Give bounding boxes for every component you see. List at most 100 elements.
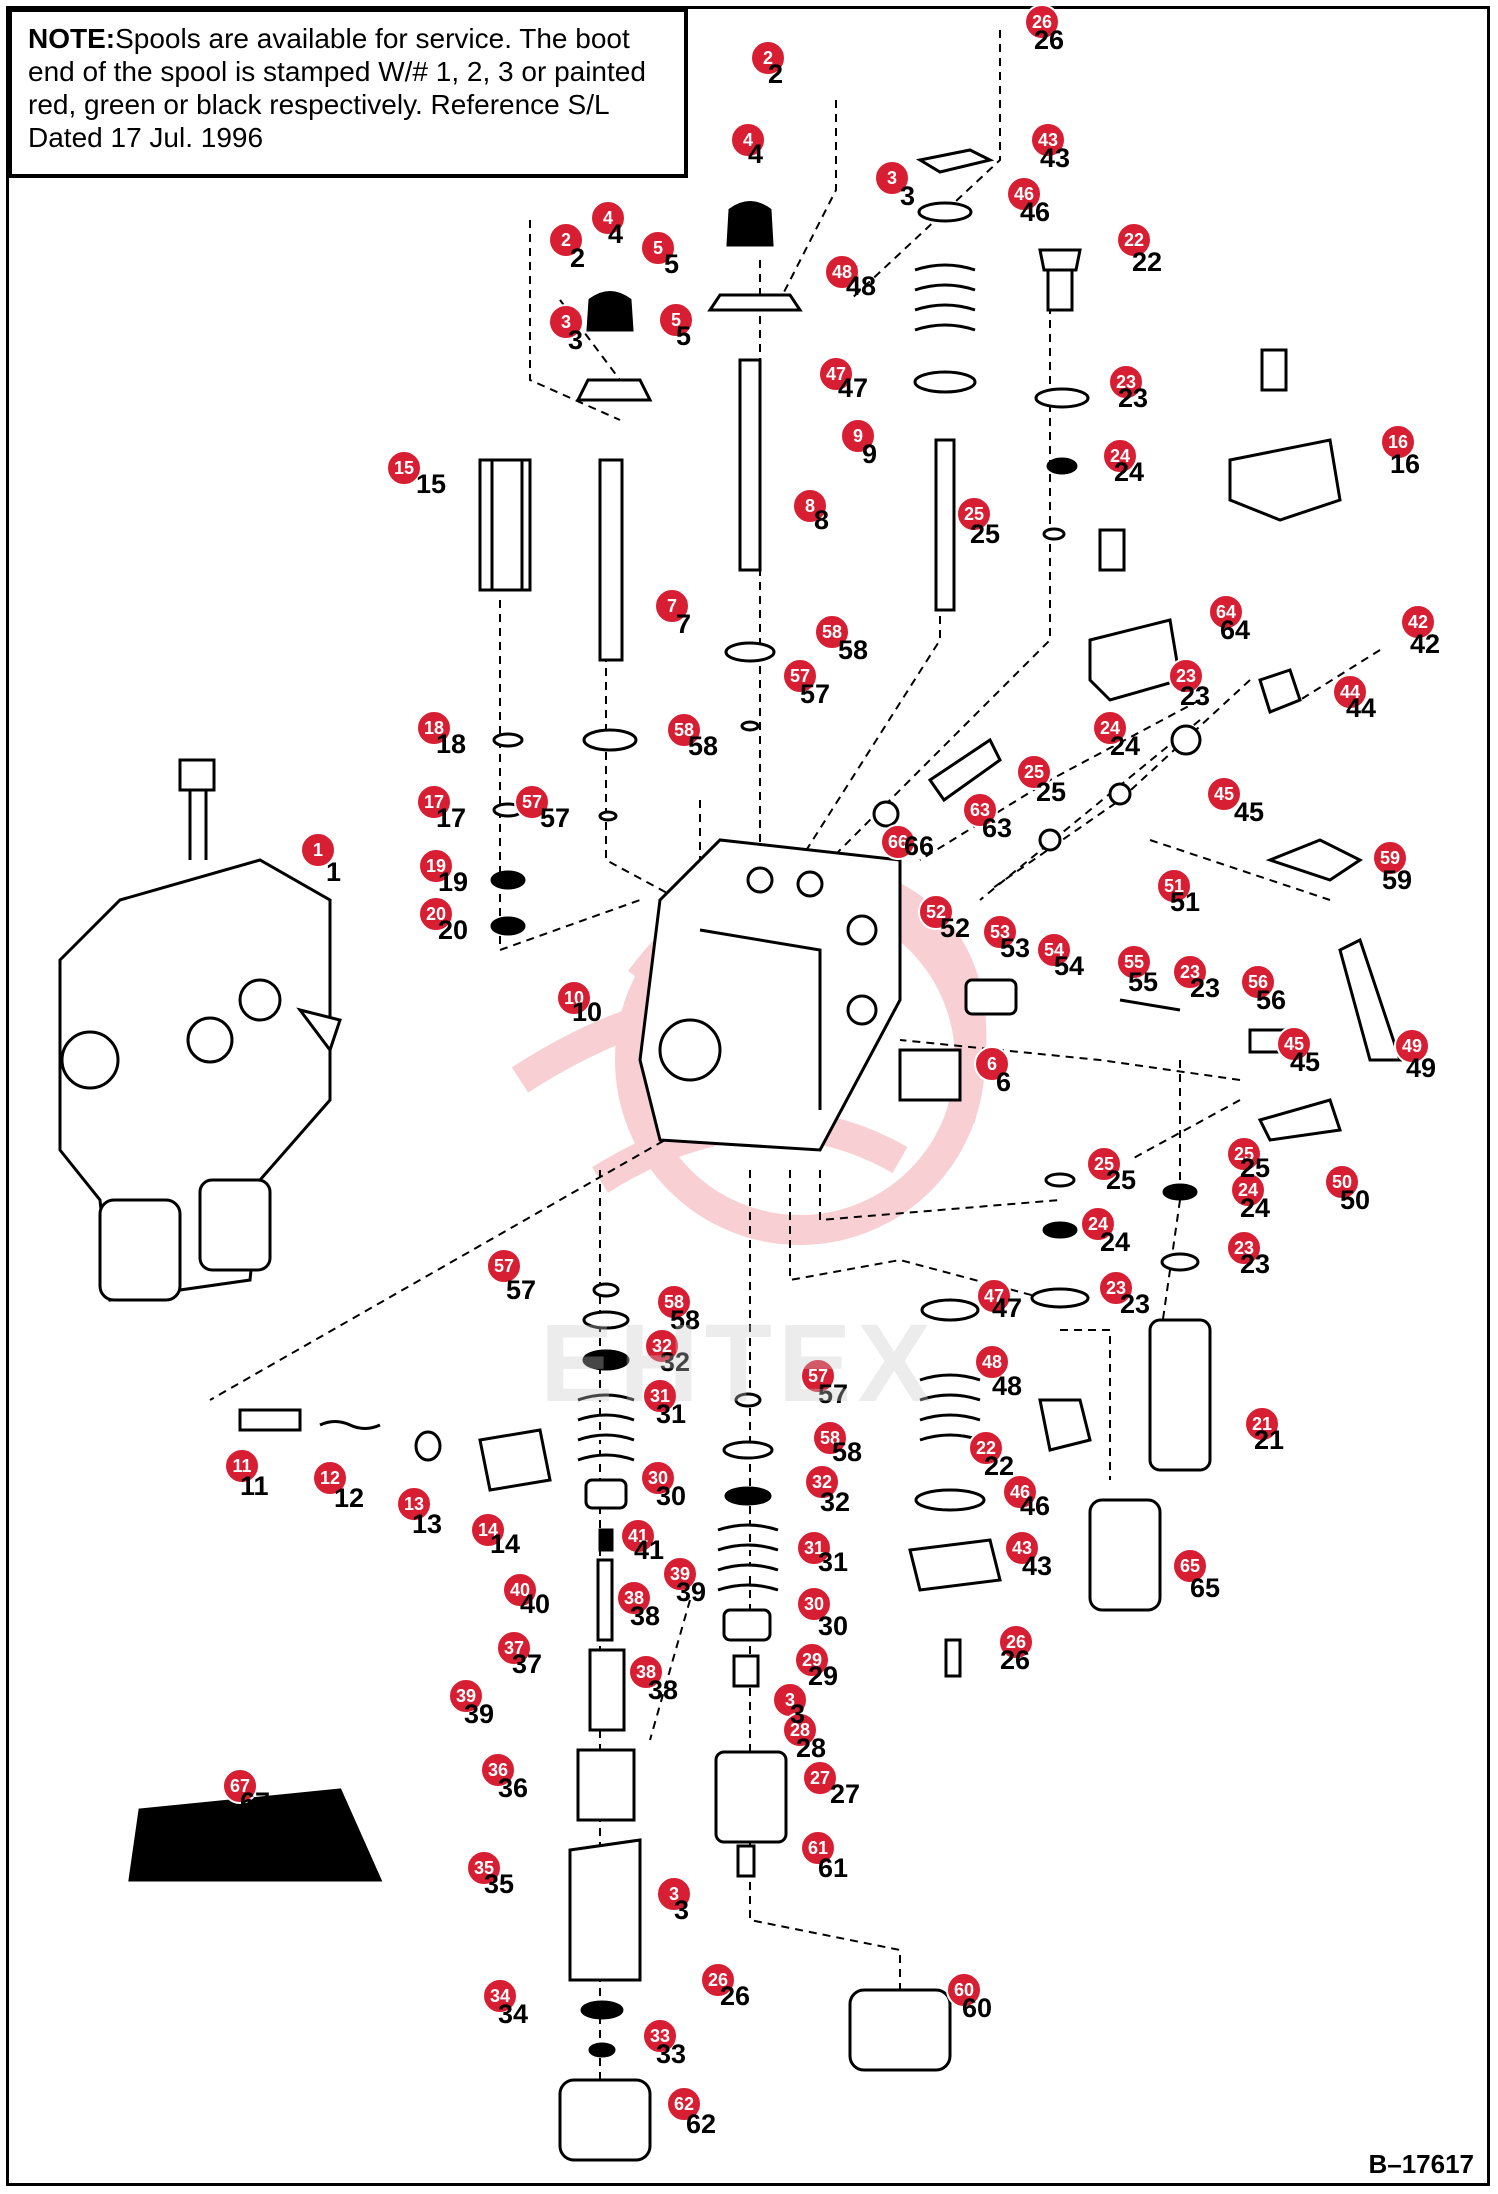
callout-circle[interactable] — [666, 712, 702, 748]
callout-circle[interactable] — [418, 896, 454, 932]
callout-circle[interactable] — [968, 1430, 1004, 1466]
callout-marker[interactable]: 8 — [792, 488, 828, 524]
callout-marker[interactable]: 54 — [1036, 932, 1072, 968]
callout-marker[interactable]: 34 — [482, 1978, 518, 2014]
callout-marker[interactable]: 6 — [974, 1046, 1010, 1082]
callout-marker[interactable]: 23 — [1098, 1270, 1134, 1306]
callout-circle[interactable] — [1102, 438, 1138, 474]
callout-number[interactable]: 37 — [504, 1638, 524, 1658]
callout-marker[interactable]: 23 — [1226, 1230, 1262, 1266]
callout-number[interactable]: 58 — [822, 622, 842, 642]
callout-circle[interactable] — [962, 792, 998, 828]
callout-marker[interactable]: 22 — [1116, 222, 1152, 258]
callout-marker[interactable]: 28 — [782, 1712, 818, 1748]
callout-circle[interactable] — [1208, 594, 1244, 630]
callout-number[interactable]: 1 — [313, 840, 323, 860]
callout-circle[interactable] — [1226, 1136, 1262, 1172]
callout-marker[interactable]: 47 — [976, 1278, 1012, 1314]
callout-number[interactable]: 59 — [1380, 848, 1400, 868]
callout-number[interactable]: 3 — [669, 1884, 679, 1904]
callout-marker[interactable]: 57 — [514, 784, 550, 820]
callout-number[interactable]: 3 — [887, 168, 897, 188]
callout-number[interactable]: 41 — [628, 1526, 648, 1546]
callout-number[interactable]: 20 — [426, 904, 446, 924]
callout-number[interactable]: 8 — [805, 496, 815, 516]
callout-marker[interactable]: 58 — [656, 1284, 692, 1320]
callout-circle[interactable] — [1036, 932, 1072, 968]
callout-circle[interactable] — [782, 1712, 818, 1748]
callout-marker[interactable]: 7 — [654, 588, 690, 624]
callout-number[interactable]: 50 — [1332, 1172, 1352, 1192]
callout-marker[interactable]: 58 — [812, 1420, 848, 1456]
callout-circle[interactable] — [470, 1512, 506, 1548]
callout-marker[interactable]: 5 — [658, 302, 694, 338]
callout-number[interactable]: 24 — [1238, 1180, 1258, 1200]
callout-circle[interactable] — [1394, 1028, 1430, 1064]
callout-number[interactable]: 34 — [490, 1986, 510, 2006]
callout-circle[interactable] — [642, 2018, 678, 2054]
callout-marker[interactable]: 26 — [700, 1962, 736, 1998]
callout-marker[interactable]: 38 — [628, 1654, 664, 1690]
callout-number[interactable]: 42 — [1408, 612, 1428, 632]
callout-circle[interactable] — [658, 302, 694, 338]
callout-number[interactable]: 44 — [1340, 682, 1360, 702]
callout-marker[interactable]: 33 — [642, 2018, 678, 2054]
callout-number[interactable]: 24 — [1088, 1214, 1108, 1234]
callout-marker[interactable]: 40 — [502, 1572, 538, 1608]
callout-number[interactable]: 57 — [808, 1366, 828, 1386]
callout-circle[interactable] — [1002, 1474, 1038, 1510]
callout-number[interactable]: 2 — [763, 48, 773, 68]
callout-number[interactable]: 32 — [652, 1336, 672, 1356]
callout-number[interactable]: 30 — [648, 1468, 668, 1488]
callout-number[interactable]: 47 — [826, 364, 846, 384]
callout-circle[interactable] — [1332, 674, 1368, 710]
callout-marker[interactable]: 38 — [616, 1580, 652, 1616]
callout-number[interactable]: 32 — [812, 1472, 832, 1492]
callout-marker[interactable]: 23 — [1108, 364, 1144, 400]
callout-number[interactable]: 10 — [564, 988, 584, 1008]
callout-marker[interactable]: 48 — [824, 254, 860, 290]
callout-circle[interactable] — [880, 824, 916, 860]
callout-marker[interactable]: 67 — [222, 1768, 258, 1804]
callout-circle[interactable] — [974, 1344, 1010, 1380]
callout-marker[interactable]: 39 — [662, 1556, 698, 1592]
callout-number[interactable]: 23 — [1176, 666, 1196, 686]
callout-marker[interactable]: 24 — [1230, 1172, 1266, 1208]
callout-marker[interactable]: 4 — [730, 122, 766, 158]
callout-number[interactable]: 66 — [888, 832, 908, 852]
callout-number[interactable]: 56 — [1248, 972, 1268, 992]
callout-circle[interactable] — [656, 1876, 692, 1912]
callout-number[interactable]: 60 — [954, 1980, 974, 2000]
callout-circle[interactable] — [818, 356, 854, 392]
callout-number[interactable]: 25 — [1094, 1154, 1114, 1174]
callout-number[interactable]: 29 — [802, 1650, 822, 1670]
callout-number[interactable]: 57 — [790, 666, 810, 686]
callout-marker[interactable]: 46 — [1006, 176, 1042, 212]
callout-circle[interactable] — [802, 1760, 838, 1796]
callout-marker[interactable]: 30 — [796, 1586, 832, 1622]
callout-circle[interactable] — [482, 1978, 518, 2014]
callout-number[interactable]: 9 — [853, 426, 863, 446]
callout-number[interactable]: 52 — [926, 902, 946, 922]
callout-number[interactable]: 26 — [1032, 12, 1052, 32]
callout-number[interactable]: 2 — [561, 230, 571, 250]
callout-circle[interactable] — [386, 450, 422, 486]
callout-circle[interactable] — [982, 914, 1018, 950]
callout-number[interactable]: 24 — [1100, 718, 1120, 738]
callout-number[interactable]: 51 — [1164, 876, 1184, 896]
callout-number[interactable]: 38 — [624, 1588, 644, 1608]
callout-circle[interactable] — [796, 1530, 832, 1566]
callout-circle[interactable] — [840, 418, 876, 454]
callout-circle[interactable] — [804, 1464, 840, 1500]
callout-circle[interactable] — [224, 1448, 260, 1484]
callout-circle[interactable] — [466, 1850, 502, 1886]
callout-number[interactable]: 26 — [708, 1970, 728, 1990]
callout-number[interactable]: 23 — [1116, 372, 1136, 392]
callout-circle[interactable] — [974, 1046, 1010, 1082]
callout-number[interactable]: 23 — [1106, 1278, 1126, 1298]
callout-marker[interactable]: 57 — [800, 1358, 836, 1394]
callout-number[interactable]: 19 — [426, 856, 446, 876]
callout-marker[interactable]: 25 — [1016, 754, 1052, 790]
callout-circle[interactable] — [1240, 964, 1276, 1000]
callout-marker[interactable]: 29 — [794, 1642, 830, 1678]
